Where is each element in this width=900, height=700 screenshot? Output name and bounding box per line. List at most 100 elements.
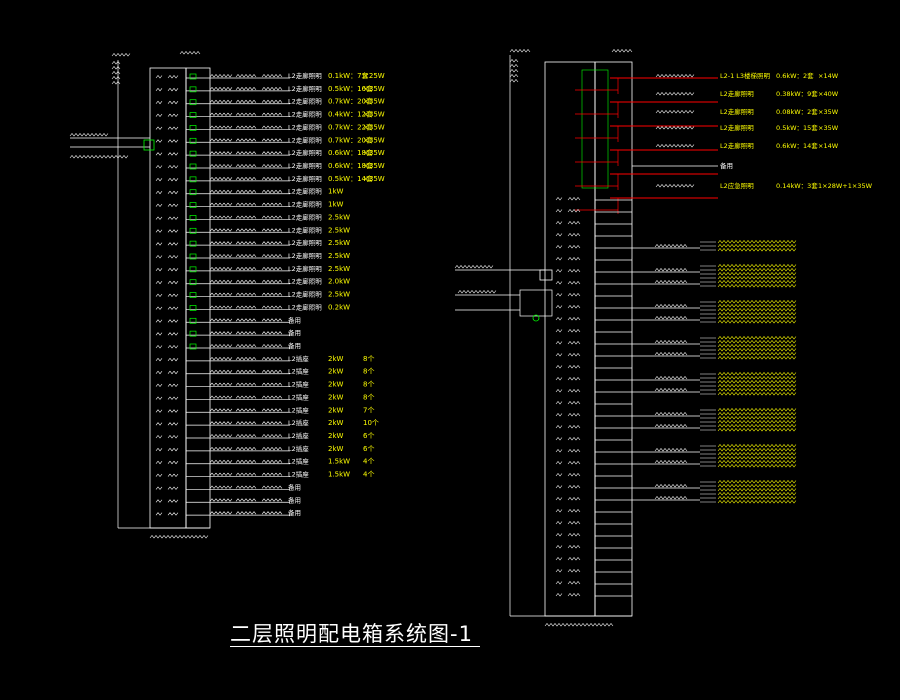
breaker-label xyxy=(567,485,581,489)
phase-label xyxy=(555,449,563,453)
phase-label xyxy=(155,357,163,362)
circuit-note: 4个 xyxy=(363,471,374,479)
cable-spec xyxy=(654,304,688,308)
cable-spec-2 xyxy=(261,395,283,399)
circuit-number xyxy=(209,472,233,477)
circuit-note: 7个 xyxy=(363,406,374,414)
left-circuit-row: L2走廊照明 2.0kW xyxy=(155,277,350,286)
panel-header-line xyxy=(111,66,121,70)
breaker-label xyxy=(167,396,179,400)
breaker-label xyxy=(167,229,179,233)
device-label xyxy=(717,416,797,420)
cable-spec xyxy=(235,331,257,335)
phase-label xyxy=(155,75,163,79)
circuit-description: L2走廊照明 xyxy=(288,277,322,286)
cable-spec-2 xyxy=(261,421,283,425)
circuit-description: 备用 xyxy=(288,328,301,337)
panel-header-line xyxy=(509,74,519,78)
breaker-label xyxy=(567,353,581,357)
circuit-load: 0.7kW：22套 xyxy=(328,122,373,131)
right-circuit-row xyxy=(555,437,632,441)
panel-caption xyxy=(149,535,209,539)
branch-breaker xyxy=(189,150,197,157)
circuit-number xyxy=(209,434,233,438)
circuit-description: L2插座 xyxy=(288,367,309,376)
circuit-note: ×14W xyxy=(818,72,839,80)
left-circuit-row: 备用 xyxy=(155,482,301,491)
branch-breaker xyxy=(189,240,197,247)
phase-label xyxy=(555,353,563,357)
device-label xyxy=(717,248,797,252)
phase-label xyxy=(155,435,163,439)
circuit-load: 2kW xyxy=(328,406,344,414)
device-label xyxy=(717,344,797,348)
panel-header-line xyxy=(509,79,519,83)
phase-label xyxy=(555,401,563,405)
right-circuit-row xyxy=(555,408,797,420)
drawing-title: 二层照明配电箱系统图-1 xyxy=(230,622,473,646)
right-circuit-row xyxy=(555,401,632,405)
circuit-load: 2.5kW xyxy=(328,252,350,260)
circuit-load: 0.14kW：3套 xyxy=(776,181,818,190)
circuit-note: ×35W xyxy=(363,149,385,157)
circuit-number xyxy=(209,498,233,502)
circuit-description: 备用 xyxy=(720,161,733,170)
breaker-label xyxy=(167,216,179,220)
circuit-load: 0.5kW：16套 xyxy=(328,84,373,93)
circuit-number xyxy=(209,331,233,335)
branch-breaker xyxy=(189,86,197,93)
cable-spec xyxy=(235,74,257,78)
circuit-description: L2插座 xyxy=(288,418,309,427)
circuit-description: L2走廊照明 xyxy=(288,122,322,131)
phase-label xyxy=(555,257,563,261)
cable-spec-2 xyxy=(261,266,283,271)
phase-label xyxy=(555,317,563,321)
cable-spec-2 xyxy=(261,125,283,129)
circuit-load: 2kW xyxy=(328,432,344,440)
phase-label xyxy=(555,197,563,201)
right-circuit-row xyxy=(555,197,632,201)
panel-header-code xyxy=(111,53,131,57)
cable-spec-2 xyxy=(261,138,283,142)
right-circuit-row xyxy=(555,444,797,456)
circuit-number xyxy=(209,382,233,387)
right-circuit-row xyxy=(555,264,797,276)
breaker-label xyxy=(567,365,581,369)
left-circuit-row: 备用 xyxy=(155,495,301,504)
breaker-label xyxy=(167,190,179,195)
circuit-note: ×40W xyxy=(818,90,839,98)
circuit-load: 2.0kW xyxy=(328,278,350,286)
cable-spec-2 xyxy=(261,331,283,335)
cable-spec xyxy=(235,151,257,155)
right-circuit-row xyxy=(555,329,632,333)
circuit-number xyxy=(209,86,233,91)
branch-breaker xyxy=(189,330,197,337)
circuit-description: L2走廊照明 xyxy=(288,110,322,119)
circuit-number xyxy=(209,254,233,258)
circuit-number xyxy=(209,164,233,168)
left-circuit-row: 备用 xyxy=(155,315,301,324)
phase-label xyxy=(555,533,563,537)
circuit-description: L2走廊照明 xyxy=(288,264,322,273)
branch-breaker xyxy=(189,292,197,298)
circuit-note: ×35W xyxy=(818,108,839,116)
breaker-label xyxy=(167,126,179,130)
cable-spec xyxy=(235,395,257,399)
breaker-label xyxy=(167,152,179,156)
cable-spec-2 xyxy=(261,446,283,451)
right-circuit-row xyxy=(555,209,632,213)
circuit-load: 2.5kW xyxy=(328,213,350,221)
circuit-description: L2走廊照明 xyxy=(288,302,322,311)
feeder-label xyxy=(454,265,494,269)
cable-spec xyxy=(235,446,257,451)
phase-label xyxy=(155,152,163,156)
cable-spec xyxy=(235,228,257,232)
